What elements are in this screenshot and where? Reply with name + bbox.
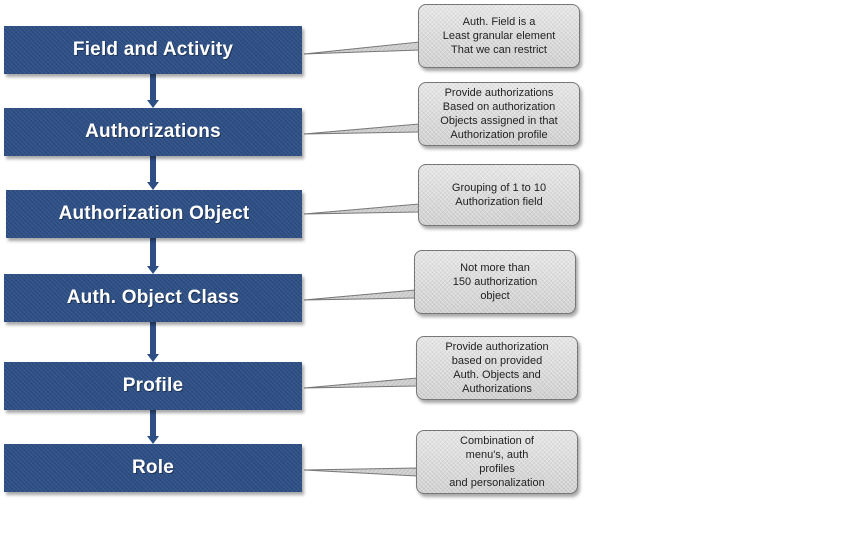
- flow-arrow-2: [147, 156, 159, 190]
- flow-arrow-4: [147, 322, 159, 362]
- note-authorizations: Provide authorizations Based on authoriz…: [418, 82, 580, 146]
- note-text: Auth. Field is a Least granular element …: [442, 16, 556, 56]
- note-auth-object-class: Not more than 150 authorization object: [414, 250, 576, 314]
- note-authorization-object: Grouping of 1 to 10 Authorization field: [418, 164, 580, 226]
- note-text: Combination of menu's, auth profiles and…: [449, 435, 545, 489]
- callout-pointer-2: [303, 123, 420, 135]
- box-label: Role: [132, 457, 174, 478]
- callout-pointer-1: [303, 41, 420, 55]
- callout-pointer-3: [303, 203, 420, 215]
- note-profile: Provide authorization based on provided …: [416, 336, 578, 400]
- box-field-and-activity: Field and Activity: [4, 26, 302, 74]
- flow-arrow-3: [147, 238, 159, 274]
- note-text: Provide authorizations Based on authoriz…: [440, 87, 558, 141]
- callout-pointer-6: [303, 467, 418, 477]
- box-label: Profile: [122, 375, 184, 396]
- flow-arrow-5: [147, 410, 159, 444]
- note-role: Combination of menu's, auth profiles and…: [416, 430, 578, 494]
- note-text: Provide authorization based on provided …: [445, 341, 549, 395]
- note-field-and-activity: Auth. Field is a Least granular element …: [418, 4, 580, 68]
- note-text: Not more than 150 authorization object: [452, 262, 538, 302]
- box-label: Authorizations: [85, 121, 221, 142]
- box-authorizations: Authorizations: [4, 108, 302, 156]
- note-text: Grouping of 1 to 10 Authorization field: [451, 182, 547, 208]
- box-label: Auth. Object Class: [66, 287, 240, 308]
- box-label: Authorization Object: [58, 203, 250, 224]
- box-role: Role: [4, 444, 302, 492]
- callout-pointer-5: [303, 377, 418, 389]
- box-authorization-object: Authorization Object: [6, 190, 302, 238]
- box-label: Field and Activity: [72, 39, 234, 60]
- box-auth-object-class: Auth. Object Class: [4, 274, 302, 322]
- box-profile: Profile: [4, 362, 302, 410]
- flow-arrow-1: [147, 74, 159, 108]
- callout-pointer-4: [303, 289, 416, 301]
